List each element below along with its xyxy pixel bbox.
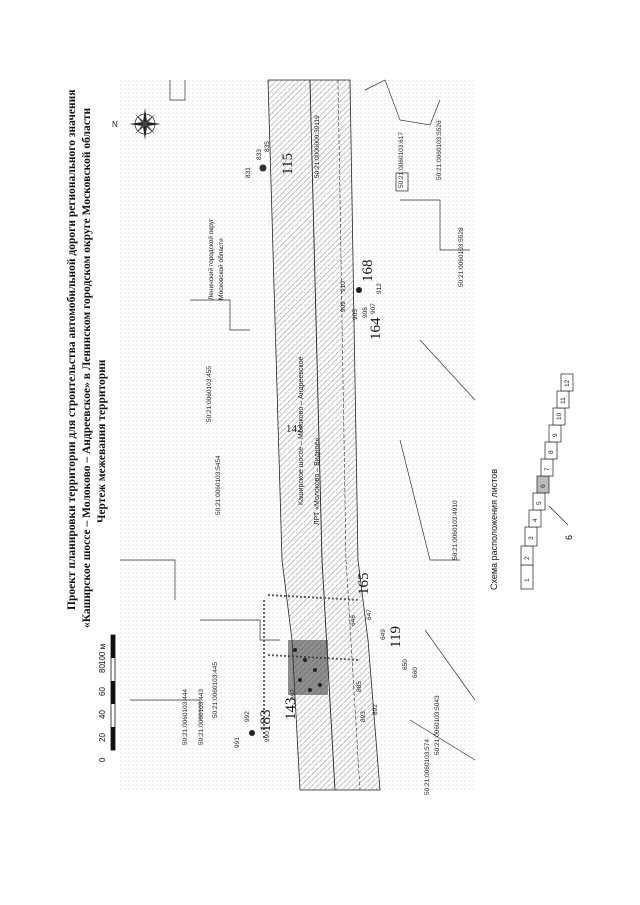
point-label: 905 xyxy=(352,309,359,320)
parcel-boundary-6 xyxy=(424,629,476,701)
point-label: 897 xyxy=(290,689,297,700)
boundary-right-top xyxy=(364,79,441,126)
sheet-number: 12 xyxy=(564,379,571,387)
zone-number: 115 xyxy=(280,153,296,175)
scale-bar xyxy=(110,634,116,751)
road-corridor xyxy=(267,79,381,791)
parcel-label: 50:21:0060103:5528 xyxy=(458,227,465,287)
parcel-boundary-5 xyxy=(200,619,280,641)
scale-tick: 60 xyxy=(98,687,107,696)
point-label: 885 xyxy=(356,681,363,692)
point-cluster-north xyxy=(249,164,362,736)
zone-number: 183 xyxy=(258,709,274,733)
sheet-number: 2 xyxy=(524,556,531,560)
sheet-number: 5 xyxy=(536,501,543,505)
parcel-label: 50:21:0000000:39119 xyxy=(314,115,321,178)
sheet-number: 8 xyxy=(548,450,555,454)
sheet-pointer-label: 6 xyxy=(564,534,574,540)
parcel-label: 50:21:0060103:617 xyxy=(398,131,405,188)
parcel-boundary-3 xyxy=(419,339,476,401)
point-label: 646 xyxy=(350,615,357,626)
parcel-label: 50:21:0060103:574 xyxy=(424,738,431,795)
point-label: 660 xyxy=(412,667,419,678)
parcel-label: 50:21:0060103:443 xyxy=(198,688,205,745)
point-label: 906 xyxy=(362,307,369,318)
point-label: 990 xyxy=(264,731,271,742)
scale-tick: 40 xyxy=(98,710,107,719)
sheet-number: 6 xyxy=(540,484,547,488)
point-label: 649 xyxy=(380,629,387,640)
zone-number: 143 xyxy=(283,697,299,721)
point-label: 991 xyxy=(234,737,241,748)
scale-tick: 0 xyxy=(98,757,107,762)
scale-tick: 80 xyxy=(98,664,107,673)
parcel-label: 50:21:0060103:5043 xyxy=(434,695,441,755)
parcel-boundary-2 xyxy=(400,199,470,251)
road-edge-line xyxy=(337,79,361,791)
parcel-label: 50:21:0060103:5526 xyxy=(436,120,443,180)
zone-number: 119 xyxy=(388,626,404,648)
sheet-number: 3 xyxy=(528,536,535,540)
sheet-number: 10 xyxy=(556,412,563,420)
parcel-boundary-4 xyxy=(399,439,460,561)
structure-617 xyxy=(395,172,409,192)
north-label: N xyxy=(112,120,118,129)
parcel-label: 50:21:0060103:455 xyxy=(206,365,213,422)
point-label: 833 xyxy=(256,149,263,160)
point-label: 910 xyxy=(340,281,347,292)
point-label: 893 xyxy=(360,711,367,722)
zone-number: 164 xyxy=(368,317,384,341)
cross-line-1 xyxy=(267,594,361,601)
boundary-top xyxy=(169,80,186,101)
district-label-1: Ленинский городской округ xyxy=(208,218,215,300)
parcel-label: 50:21:0060103:4910 xyxy=(452,500,459,560)
parcel-label: 50:21:0060103:444 xyxy=(182,688,189,745)
parcel-label: 50:21:0060103:5454 xyxy=(215,455,222,515)
point-label: 835 xyxy=(264,141,271,152)
parcel-label: 50:21:0060103:445 xyxy=(212,661,219,718)
parcel-boundary-8 xyxy=(409,719,476,761)
point-label: 831 xyxy=(245,167,252,178)
parcel-boundary-7 xyxy=(130,699,201,720)
lrt-label: ЛРТ «Молоково – Видное» xyxy=(314,437,321,525)
sheet-layout-caption: Схема расположения листов xyxy=(489,468,499,590)
cross-line-2 xyxy=(267,654,361,661)
district-label-2: Московской области xyxy=(218,238,225,300)
point-label: 650 xyxy=(402,659,409,670)
point-label: 992 xyxy=(244,711,251,722)
sheet-number: 11 xyxy=(560,397,567,404)
road-label: Каширское шоссе – Молоково – Андреевское xyxy=(298,356,305,505)
parcel-boundary-9 xyxy=(120,559,176,600)
scale-tick: 20 xyxy=(98,733,107,742)
point-label: 647 xyxy=(366,609,373,620)
sheet-number: 9 xyxy=(552,433,559,437)
scale-tick: 100 м xyxy=(98,643,107,665)
sheet-layout-diagram xyxy=(520,373,574,590)
point-label: 912 xyxy=(376,283,383,294)
compass-rose xyxy=(129,108,161,140)
point-label: 907 xyxy=(370,303,377,314)
zone-number: 165 xyxy=(356,572,372,596)
sheet-number: 1 xyxy=(524,578,531,582)
parcel-boundary-1 xyxy=(190,299,250,331)
point-label: 909 xyxy=(340,301,347,312)
point-cluster-south xyxy=(288,640,328,695)
sheet-number: 4 xyxy=(532,518,539,522)
zone-number: 168 xyxy=(360,259,376,283)
sheet-number: 7 xyxy=(544,467,551,471)
road-centerline xyxy=(309,79,336,791)
point-label: 892 xyxy=(372,704,379,715)
